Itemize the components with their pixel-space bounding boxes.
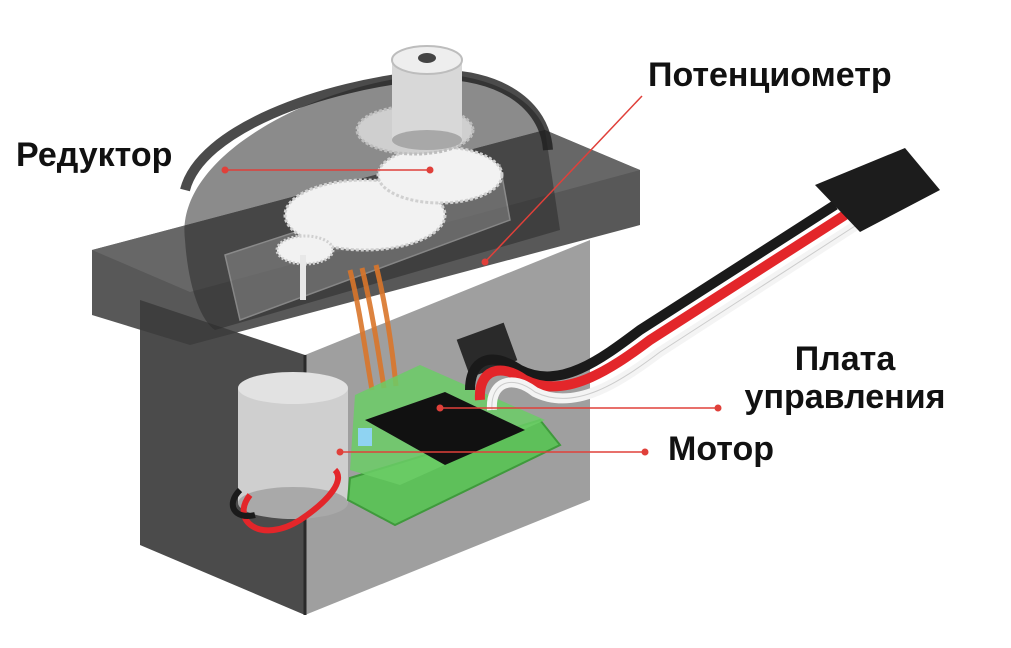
output-shaft-base (392, 130, 462, 150)
cable-black (465, 200, 838, 391)
leader-line-potentiometer (484, 95, 643, 263)
motor-body (238, 388, 348, 503)
label-potentiometer: Потенциометр (648, 56, 892, 94)
leader-dot-gearbox-start (221, 166, 229, 174)
motor-top (238, 372, 348, 404)
label-gearbox: Редуктор (16, 136, 173, 174)
gear-mid (376, 145, 504, 205)
leader-dot-gearbox-end (426, 166, 434, 174)
capacitor (358, 428, 372, 446)
leader-lines (221, 95, 722, 456)
label-control-board-line2: управления (744, 378, 946, 416)
output-shaft-hole (418, 53, 436, 63)
cable-white-outline (491, 225, 856, 411)
label-control-board: Плата управления (720, 340, 970, 416)
chip (365, 392, 525, 465)
leader-dot-motor-start (336, 448, 344, 456)
leader-dot-board-start (436, 404, 444, 412)
leader-dot-board-end (714, 404, 722, 412)
cable-red (474, 210, 848, 401)
leader-dot-potentiometer (481, 258, 489, 266)
motor-wire-black (229, 487, 256, 519)
motor-leads (347, 264, 399, 391)
gear-shaft (300, 255, 306, 300)
label-control-board-line1: Плата (794, 340, 896, 378)
motor-bottom (238, 487, 348, 519)
cable-plug (815, 148, 940, 232)
leader-dot-motor-end (641, 448, 649, 456)
label-motor: Мотор (668, 430, 774, 468)
